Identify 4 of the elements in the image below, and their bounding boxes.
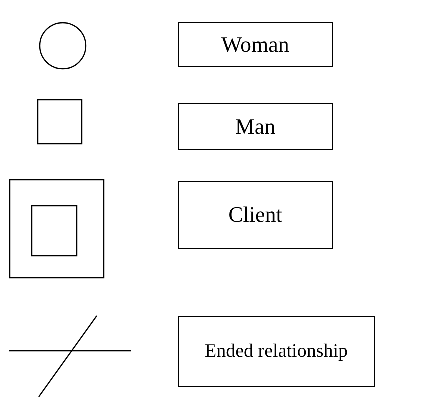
- legend-label: Woman: [178, 22, 333, 67]
- legend-label: Man: [178, 103, 333, 150]
- legend-label: Client: [178, 181, 333, 249]
- legend-label: Ended relationship: [178, 316, 375, 387]
